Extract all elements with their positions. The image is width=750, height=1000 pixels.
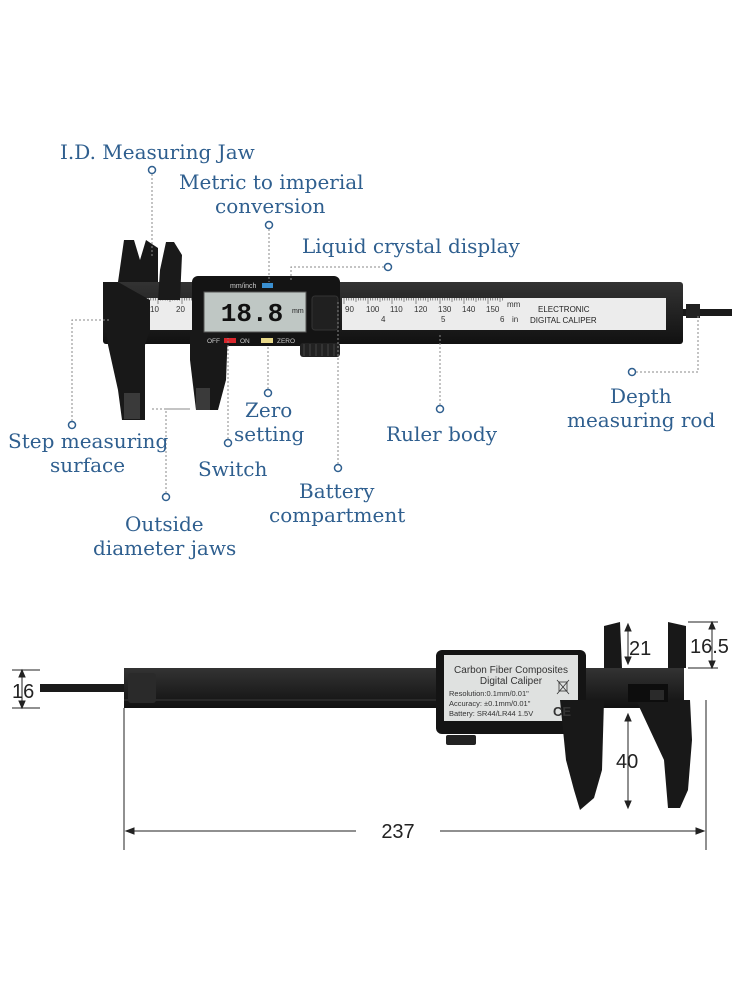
dim-length: 237 (381, 821, 414, 843)
depth-rod-bottom (40, 684, 128, 692)
battery-cover (311, 295, 339, 331)
label-zero-line-2: setting (234, 422, 305, 446)
bottom-caliper: Carbon Fiber Composites Digital Caliper … (40, 622, 692, 810)
plate-resolution: Resolution:0.1mm/0.01" (449, 689, 529, 698)
slider-upper-jaw (158, 242, 182, 300)
leader-dots (67, 165, 637, 502)
mm-inch-button-label: mm/inch (230, 283, 257, 290)
scale-number: 120 (414, 305, 428, 314)
ce-mark: CE (553, 704, 571, 719)
label-metric-line-1: Metric to imperial (179, 170, 364, 194)
on-label: ON (240, 338, 250, 345)
label-depth-line-2: measuring rod (567, 408, 716, 432)
on-off-button[interactable] (224, 338, 236, 343)
spec-plate (444, 655, 578, 721)
label-depth-line-1: Depth (610, 384, 672, 408)
zero-button[interactable] (261, 338, 273, 343)
scale-unit-mm: mm (507, 300, 521, 309)
scale-number: 110 (390, 305, 403, 314)
lcd-reading: 18.8 (221, 299, 283, 329)
scale-unit-in: in (512, 315, 518, 324)
fixed-upper-jaw (103, 240, 158, 282)
scale-inch-number: 6 (500, 315, 505, 324)
leader-lines (71, 170, 699, 497)
label-step-line-1: Step measuring (8, 429, 169, 453)
label-zero-line-1: Zero (245, 398, 293, 422)
label-step-line-2: surface (50, 453, 126, 477)
dimension-lines (12, 620, 718, 850)
outer-jaw-slider (560, 700, 604, 810)
label-switch: Switch (198, 457, 268, 481)
label-ruler-body: Ruler body (386, 422, 498, 446)
scale-number: 150 (486, 305, 500, 314)
inner-jaw-right (668, 622, 686, 668)
mm-inch-button[interactable] (262, 283, 273, 288)
dim-outer-jaw: 40 (616, 751, 638, 773)
plate-battery: Battery: SR44/LR44 1.5V (449, 709, 533, 718)
lcd-unit: mm (292, 308, 304, 315)
label-id-jaw: I.D. Measuring Jaw (60, 140, 255, 164)
label-battery-line-1: Battery (299, 479, 375, 503)
scale-inch-number: 5 (441, 315, 446, 324)
top-caliper: 18.8 mm mm/inch OFF ON ZERO ELECTRONIC D… (103, 240, 732, 420)
plate-line-1: Carbon Fiber Composites (454, 665, 568, 676)
zero-label: ZERO (277, 338, 295, 345)
dim-inner-jaw: 21 (629, 638, 651, 660)
scale-inch-number: 4 (381, 315, 386, 324)
inner-jaw-left (604, 622, 622, 668)
off-label: OFF (207, 338, 220, 345)
scale-number: 140 (462, 305, 476, 314)
scale-number: 90 (345, 305, 354, 314)
brand-line-1: ELECTRONIC (538, 305, 590, 314)
fixed-lower-jaw (103, 282, 150, 420)
scale-number: 20 (176, 305, 185, 314)
depth-rod (670, 309, 732, 316)
label-outside-line-1: Outside (125, 512, 204, 536)
ruler-face-right (342, 298, 666, 330)
scale-number: 10 (150, 305, 159, 314)
scale-number: 130 (438, 305, 452, 314)
dim-rod: 16 (12, 681, 34, 703)
weee-bin-icon (556, 679, 570, 695)
plate-line-2: Digital Caliper (480, 676, 543, 687)
dim-inner-jaw-right: 16.5 (690, 636, 729, 658)
label-metric-line-2: conversion (215, 194, 326, 218)
plate-accuracy: Accuracy: ±0.1mm/0.01" (449, 699, 531, 708)
lcd-screen (203, 291, 307, 333)
scale-number: 100 (366, 305, 380, 314)
label-lcd: Liquid crystal display (302, 234, 520, 258)
outer-jaw-fixed (636, 700, 692, 808)
brand-line-2: DIGITAL CALIPER (530, 316, 597, 325)
label-outside-line-2: diameter jaws (93, 536, 237, 560)
label-battery-line-2: compartment (269, 503, 406, 527)
